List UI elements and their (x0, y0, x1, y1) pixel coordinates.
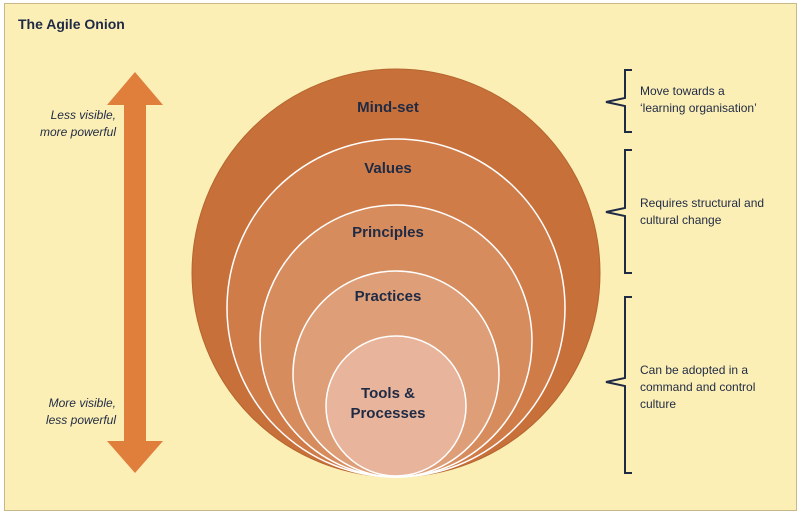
bracket-top (605, 69, 632, 133)
layer-label-values: Values (364, 160, 412, 177)
note-1-line2: ‘learning organisation’ (640, 101, 757, 115)
arrow-top-label-line1: Less visible, (50, 108, 116, 122)
arrow-down-head (107, 441, 163, 473)
layer-tools-processes (325, 335, 467, 477)
onion-layers (191, 68, 601, 478)
note-learning-organisation: Move towards a ‘learning organisation’ (640, 83, 790, 117)
visibility-arrow (107, 72, 163, 473)
arrow-up-head (107, 72, 163, 105)
diagram-title: The Agile Onion (18, 16, 125, 32)
bracket-middle (605, 149, 632, 274)
bracket-group (605, 69, 632, 474)
layer-label-tools-line2: Processes (350, 405, 425, 422)
layer-label-mindset: Mind-set (357, 99, 419, 116)
note-2-line2: cultural change (640, 213, 722, 227)
arrow-bottom-label-line2: less powerful (45, 413, 116, 427)
arrow-bottom-label-line1: More visible, (48, 396, 116, 410)
note-command-control: Can be adopted in a command and control … (640, 362, 790, 413)
arrow-bottom-label: More visible, less powerful (6, 395, 116, 429)
layer-label-principles: Principles (352, 224, 424, 241)
arrow-top-label-line2: more powerful (39, 125, 116, 139)
bracket-bottom (605, 296, 632, 474)
note-3-line3: culture (640, 397, 677, 411)
note-1-line1: Move towards a (640, 84, 725, 98)
note-3-line2: command and control (640, 380, 756, 394)
layer-label-practices: Practices (355, 288, 422, 305)
arrow-shaft (124, 104, 146, 442)
note-structural-change: Requires structural and cultural change (640, 195, 790, 229)
note-2-line1: Requires structural and (640, 196, 765, 210)
layer-label-tools-line1: Tools & (361, 385, 415, 402)
arrow-top-label: Less visible, more powerful (6, 107, 116, 141)
note-3-line1: Can be adopted in a (640, 363, 749, 377)
